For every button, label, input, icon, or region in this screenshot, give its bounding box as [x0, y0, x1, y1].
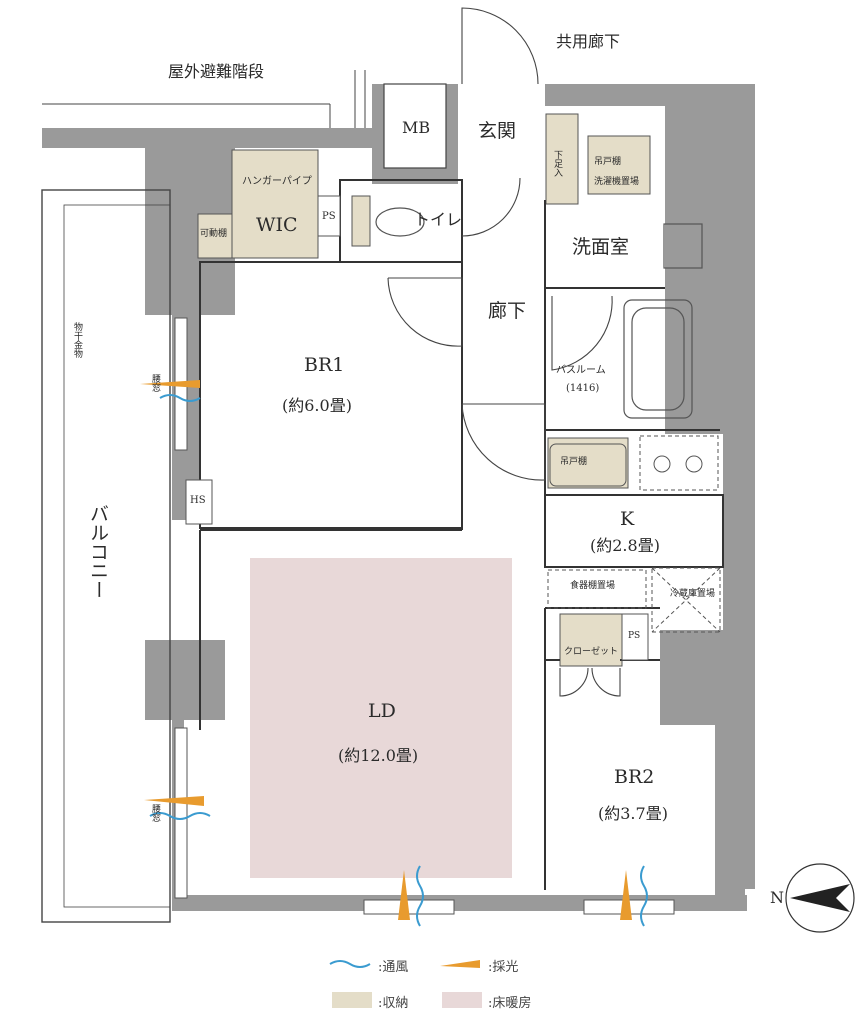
dish-shelf-space — [547, 569, 647, 609]
label-entrance: 玄関 — [478, 120, 517, 142]
label-br2: BR2 — [614, 766, 655, 788]
windows — [174, 317, 675, 915]
label-bathroom-size: (1416) — [566, 383, 600, 394]
label-dish-shelf: 食器棚置場 — [570, 581, 616, 591]
ps-box-toilet — [317, 195, 341, 237]
balcony-outline — [41, 70, 366, 923]
label-fridge: 冷蔵庫置場 — [670, 589, 716, 599]
label-movable-shelf: 可動棚 — [200, 229, 228, 239]
legend-swatches — [329, 960, 482, 1008]
door-swings — [387, 7, 621, 697]
label-br1: BR1 — [304, 354, 345, 376]
label-ps-toilet: PS — [322, 211, 336, 222]
interior-walls — [199, 179, 724, 890]
label-bathroom: バスルーム — [556, 365, 606, 376]
label-balcony: バルコニー — [87, 504, 109, 599]
label-br1-size: (約6.0畳) — [282, 396, 352, 415]
legend-storage-swatch — [332, 992, 372, 1008]
legend-wind-label: :通風 — [378, 960, 409, 975]
legend-light-swatch — [440, 960, 480, 968]
label-washroom: 洗面室 — [572, 236, 630, 258]
label-ld: LD — [368, 700, 396, 722]
indicators — [140, 380, 648, 927]
label-mb: MB — [402, 118, 431, 137]
label-hallway: 廊下 — [488, 300, 527, 322]
label-closet: クローゼット — [564, 647, 619, 657]
toilet-bowl — [375, 207, 425, 237]
label-outdoor-stairs: 屋外避難階段 — [168, 62, 265, 81]
mb-box — [383, 83, 447, 169]
label-waist-window-2: 腰窓 — [150, 804, 160, 822]
legend-light-label: :採光 — [488, 960, 519, 975]
label-ps-closet: PS — [628, 631, 641, 641]
floor-heating-area — [250, 558, 512, 878]
label-kitchen-size: (約2.8畳) — [590, 536, 660, 555]
ps-box-closet — [621, 613, 649, 661]
label-wic: WIC — [256, 214, 298, 236]
label-toilet: トイレ — [414, 210, 463, 229]
bathtub — [623, 299, 693, 419]
kitchen-sink — [549, 443, 627, 487]
label-kitchen: K — [620, 508, 635, 530]
storage-areas — [197, 113, 651, 667]
label-hanger-pipe: ハンガーパイプ — [242, 176, 312, 187]
legend-heating-label: :床暖房 — [488, 996, 532, 1011]
legend-heating-swatch — [442, 992, 482, 1008]
north-arrow — [785, 863, 855, 933]
label-waist-window-1: 腰窓 — [150, 374, 160, 392]
label-wall-cabinet-kitchen: 吊戸棚 — [560, 457, 588, 467]
label-common-corridor: 共用廊下 — [556, 32, 621, 51]
legend-wind-swatch — [329, 960, 371, 968]
label-br2-size: (約3.7畳) — [598, 804, 668, 823]
stove — [639, 435, 719, 491]
label-drying-hardware: 物干金物 — [72, 322, 82, 358]
label-washer-space: 洗濯機置場 — [594, 177, 640, 187]
label-hs: HS — [190, 495, 206, 506]
fridge-space — [651, 567, 721, 633]
label-ld-size: (約12.0畳) — [338, 746, 419, 765]
hs-box — [185, 479, 213, 525]
label-shoe-box: 下足入 — [552, 150, 562, 177]
label-north: N — [770, 888, 784, 907]
label-wall-cabinet-wash: 吊戸棚 — [594, 157, 622, 167]
washbasin — [663, 223, 703, 269]
legend-storage-label: :収納 — [378, 996, 409, 1011]
